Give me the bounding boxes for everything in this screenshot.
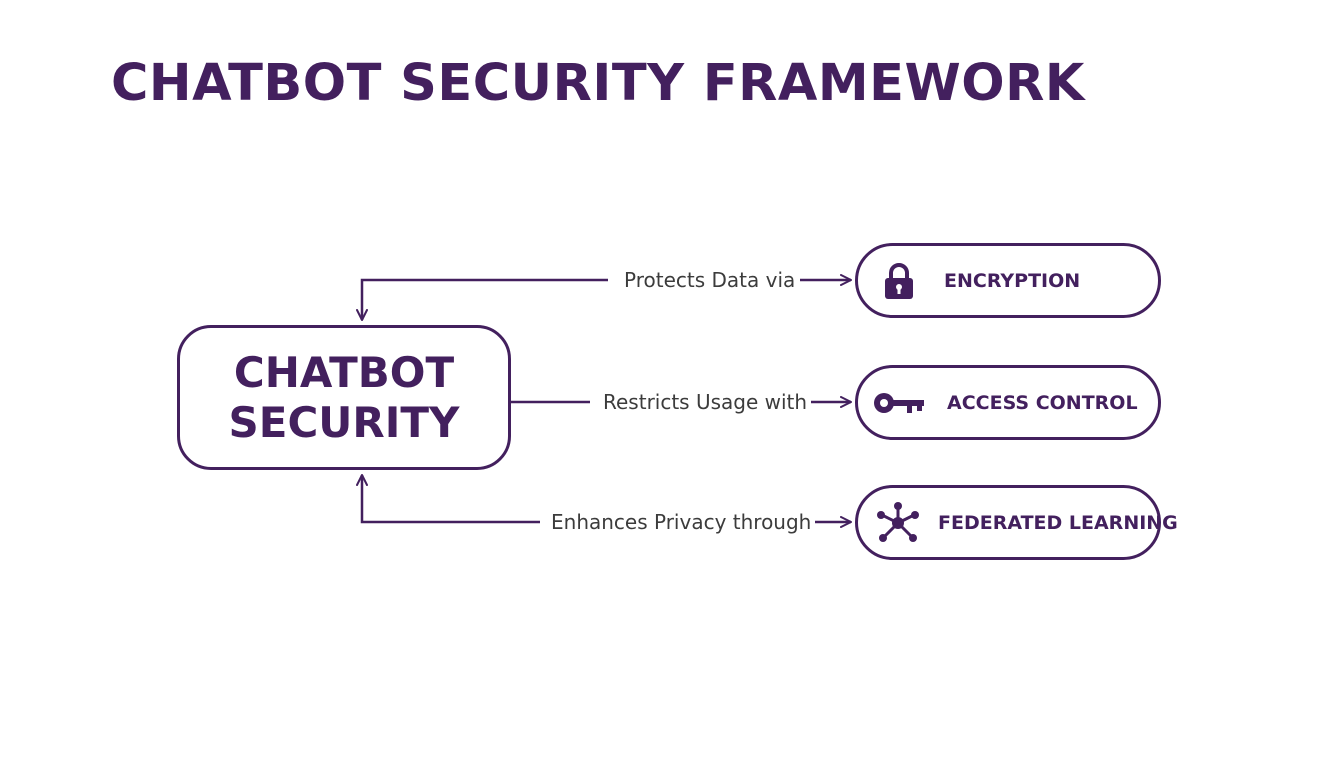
edge-label-restricts-usage: Restricts Usage with [599, 390, 812, 414]
lock-icon [885, 262, 913, 299]
central-node-chatbot-security: CHATBOT SECURITY [177, 325, 511, 470]
node-label-federated-learning: FEDERATED LEARNING [938, 511, 1178, 534]
network-hub-icon [877, 501, 919, 542]
connector-encryption-to-central [356, 278, 608, 321]
node-label-access-control: ACCESS CONTROL [947, 391, 1138, 414]
edge-label-enhances-privacy: Enhances Privacy through [547, 510, 816, 534]
central-node-line-1: CHATBOT [233, 347, 455, 397]
node-federated-learning: FEDERATED LEARNING [855, 485, 1178, 560]
node-encryption: ENCRYPTION [855, 243, 1161, 318]
key-icon [874, 392, 924, 413]
central-node-line-2: SECURITY [228, 397, 460, 447]
node-access-control: ACCESS CONTROL [855, 365, 1161, 440]
connector-federated-to-central [356, 474, 540, 524]
edge-label-protects-data: Protects Data via [620, 268, 800, 292]
node-label-encryption: ENCRYPTION [944, 269, 1081, 292]
page-title: CHATBOT SECURITY FRAMEWORK [111, 54, 1085, 113]
